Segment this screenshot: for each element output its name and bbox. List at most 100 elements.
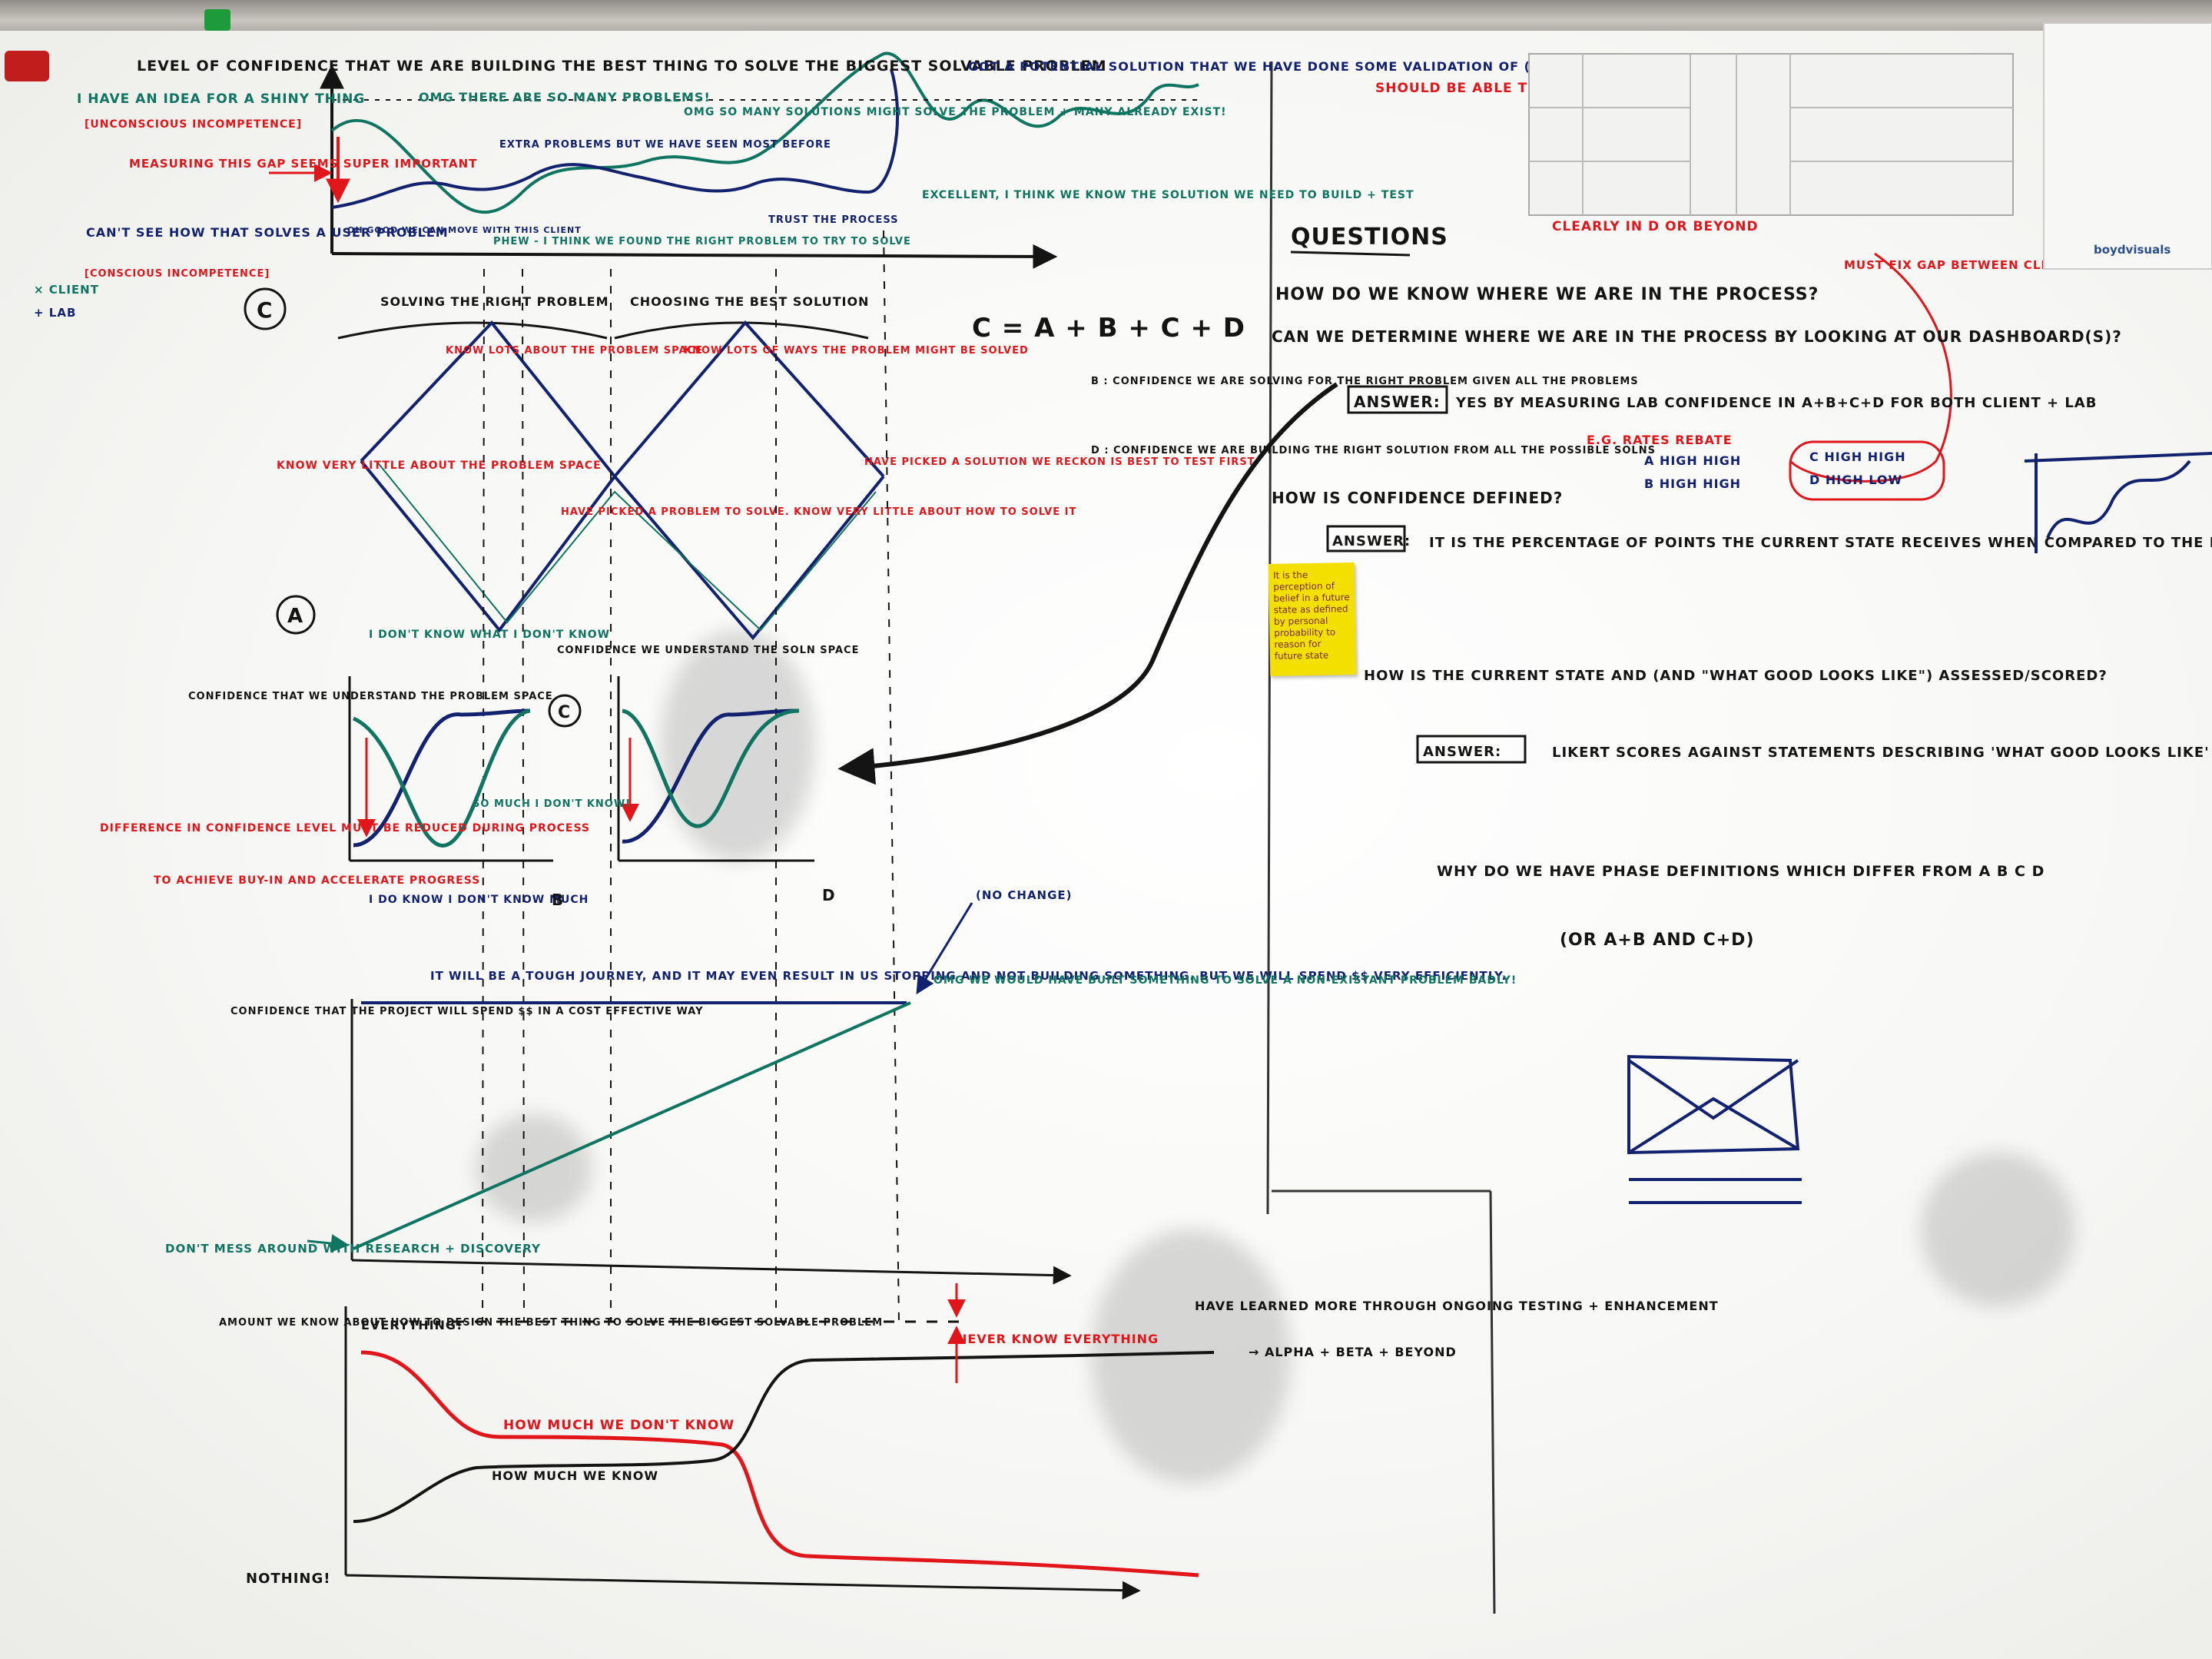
we-know-label: HOW MUCH WE KNOW bbox=[492, 1468, 658, 1483]
note-cant-see: CAN'T SEE HOW THAT SOLVES A USER PROBLEM bbox=[86, 225, 449, 240]
dont-mess-note: DON'T MESS AROUND WITH RESEARCH + DISCOV… bbox=[165, 1242, 541, 1256]
red-eraser bbox=[5, 51, 49, 81]
question-3: HOW IS CONFIDENCE DEFINED? bbox=[1272, 489, 1563, 507]
legend-lab: + LAB bbox=[34, 306, 76, 320]
formula: C = A + B + C + D bbox=[972, 313, 1245, 343]
questions-underline bbox=[1290, 251, 1411, 257]
envelope-sketch bbox=[1627, 1054, 1802, 1204]
client-line bbox=[330, 51, 1199, 214]
dashboard-arrow bbox=[837, 382, 1338, 785]
note-idea: I HAVE AN IDEA FOR A SHINY THING bbox=[77, 91, 365, 107]
label-d: D bbox=[822, 886, 836, 904]
sticky-note: It is the perception of belief in a futu… bbox=[1268, 562, 1357, 676]
answer-box-3 bbox=[1326, 525, 1406, 552]
example-b: B HIGH HIGH bbox=[1644, 476, 1741, 491]
note-phew: PHEW - I THINK WE FOUND THE RIGHT PROBLE… bbox=[493, 236, 911, 247]
label-a-circle bbox=[276, 595, 316, 635]
brand-logo: boydvisuals bbox=[2094, 243, 2171, 257]
conf-problem-label: CONFIDENCE THAT WE UNDERSTAND THE PROBLE… bbox=[188, 691, 553, 702]
no-change-note: (NO CHANGE) bbox=[976, 888, 1073, 902]
answer-label-3: ANSWER: bbox=[1332, 533, 1411, 549]
do-know-note: I DO KNOW I DON'T KNOW MUCH bbox=[369, 894, 589, 906]
note-conscious: [CONSCIOUS INCOMPETENCE] bbox=[85, 268, 270, 280]
clearly-note: CLEARLY IN D OR BEYOND bbox=[1552, 219, 1759, 234]
know-little: KNOW VERY LITTLE ABOUT THE PROBLEM SPACE bbox=[277, 460, 602, 472]
chart-title: LEVEL OF CONFIDENCE THAT WE ARE BUILDING… bbox=[137, 58, 1106, 75]
lab-line bbox=[331, 68, 900, 209]
cd-highlight bbox=[1789, 440, 1945, 501]
braces bbox=[337, 321, 869, 340]
example-a: A HIGH HIGH bbox=[1644, 453, 1741, 468]
note-omg-solutions: OMG SO MANY SOLUTIONS MIGHT SOLVE THE PR… bbox=[684, 106, 1227, 118]
answer-label-2: ANSWER: bbox=[1354, 393, 1441, 411]
whiteboard-surface bbox=[0, 31, 2212, 1659]
confidence-chart bbox=[269, 51, 1199, 269]
answer-label-4: ANSWER: bbox=[1423, 744, 1501, 760]
smudge bbox=[1921, 1153, 2074, 1306]
example-label: E.G. RATES REBATE bbox=[1587, 433, 1733, 447]
answer-3: IT IS THE PERCENTAGE OF POINTS THE CURRE… bbox=[1429, 535, 2212, 551]
mini-chart-sketch bbox=[2024, 452, 2212, 553]
understanding-charts bbox=[348, 676, 814, 862]
note-potential: GOT A POTENTIAL SOLUTION THAT WE HAVE DO… bbox=[968, 59, 1709, 74]
picked-solution: HAVE PICKED A SOLUTION WE RECKON IS BEST… bbox=[864, 456, 1255, 468]
questions-title: QUESTIONS bbox=[1291, 224, 1448, 251]
question-2: CAN WE DETERMINE WHERE WE ARE IN THE PRO… bbox=[1272, 327, 2122, 346]
green-magnet bbox=[204, 9, 230, 31]
note-excellent: EXCELLENT, I THINK WE KNOW THE SOLUTION … bbox=[922, 189, 1414, 201]
label-c: C bbox=[257, 297, 274, 323]
knowledge-chart bbox=[344, 1190, 1496, 1614]
picked-problem: HAVE PICKED A PROBLEM TO SOLVE. KNOW VER… bbox=[561, 506, 1076, 518]
label-c2: C bbox=[558, 703, 571, 722]
cost-ylabel: CONFIDENCE THAT THE PROJECT WILL SPEND $… bbox=[230, 1006, 704, 1017]
b-definition: B : CONFIDENCE WE ARE SOLVING FOR THE RI… bbox=[1091, 376, 1639, 387]
whiteboard-frame bbox=[0, 0, 2212, 34]
label-c-circle bbox=[244, 287, 287, 330]
never-label: NEVER KNOW EVERYTHING bbox=[957, 1332, 1159, 1346]
question-5b: (OR A+B AND C+D) bbox=[1560, 931, 1755, 950]
know-ylabel: AMOUNT WE KNOW ABOUT HOW TO DESIGN THE B… bbox=[219, 1317, 883, 1329]
d-definition: D : CONFIDENCE WE ARE BUILDING THE RIGHT… bbox=[1091, 445, 1656, 456]
sticky-note-text: It is the perception of belief in a futu… bbox=[1272, 569, 1350, 662]
achieve-note: TO ACHIEVE BUY-IN AND ACCELERATE PROGRES… bbox=[154, 874, 480, 887]
note-omg-problems: OMG THERE ARE SO MANY PROBLEMS! bbox=[419, 90, 711, 105]
alpha-label: → ALPHA + BETA + BEYOND bbox=[1249, 1345, 1457, 1359]
label-c2-circle bbox=[548, 694, 582, 728]
conf-soln-label: CONFIDENCE WE UNDERSTAND THE SOLN SPACE bbox=[557, 645, 859, 656]
note-measuring: MEASURING THIS GAP SEEMS SUPER IMPORTANT bbox=[129, 157, 477, 171]
title-left: SOLVING THE RIGHT PROBLEM bbox=[380, 294, 609, 309]
know-lots-problem: KNOW LOTS ABOUT THE PROBLEM SPACE bbox=[446, 345, 703, 357]
difference-note: DIFFERENCE IN CONFIDENCE LEVEL MUST BE R… bbox=[100, 822, 590, 834]
label-b: B bbox=[552, 891, 564, 909]
note-trust: TRUST THE PROCESS bbox=[768, 214, 899, 226]
note-extra-problems: EXTRA PROBLEMS BUT WE HAVE SEEN MOST BEF… bbox=[499, 139, 831, 151]
example-c: C HIGH HIGH bbox=[1809, 450, 1906, 464]
learned-label: HAVE LEARNED MORE THROUGH ONGOING TESTIN… bbox=[1195, 1299, 1719, 1313]
everything-label: EVERYTHING! bbox=[361, 1318, 463, 1332]
x-axis bbox=[331, 244, 1058, 269]
question-5: WHY DO WE HAVE PHASE DEFINITIONS WHICH D… bbox=[1437, 863, 2045, 880]
note-oh-good: OH GOOD WE CAN MOVE WITH THIS CLIENT bbox=[347, 225, 582, 235]
nothing-label: NOTHING! bbox=[246, 1571, 330, 1587]
title-right: CHOOSING THE BEST SOLUTION bbox=[630, 294, 869, 309]
example-d: D HIGH LOW bbox=[1809, 473, 1902, 487]
double-diamond bbox=[360, 320, 885, 641]
so-much-note: SO MUCH I DON'T KNOW! bbox=[473, 798, 631, 810]
omg-built-note: OMG WE WOULD HAVE BUILT SOMETHING TO SOL… bbox=[934, 974, 1517, 987]
dont-know-label: HOW MUCH WE DON'T KNOW bbox=[503, 1418, 735, 1433]
answer-box-2 bbox=[1347, 385, 1448, 414]
question-4: HOW IS THE CURRENT STATE AND (AND "WHAT … bbox=[1364, 668, 2108, 684]
cost-chart bbox=[307, 902, 1072, 1285]
answer-box-4 bbox=[1416, 735, 1527, 764]
legend-client: × CLIENT bbox=[34, 283, 99, 297]
journey-note: IT WILL BE A TOUGH JOURNEY, AND IT MAY E… bbox=[430, 969, 1507, 983]
smudge bbox=[1091, 1229, 1291, 1483]
phase-guides bbox=[482, 230, 900, 1322]
answer-4: LIKERT SCORES AGAINST STATEMENTS DESCRIB… bbox=[1552, 745, 2212, 761]
note-unconscious: [UNCONSCIOUS INCOMPETENCE] bbox=[85, 118, 302, 131]
question-1: HOW DO WE KNOW WHERE WE ARE IN THE PROCE… bbox=[1275, 285, 1819, 304]
label-a: A bbox=[287, 605, 303, 628]
attached-board-card bbox=[1528, 22, 2212, 270]
